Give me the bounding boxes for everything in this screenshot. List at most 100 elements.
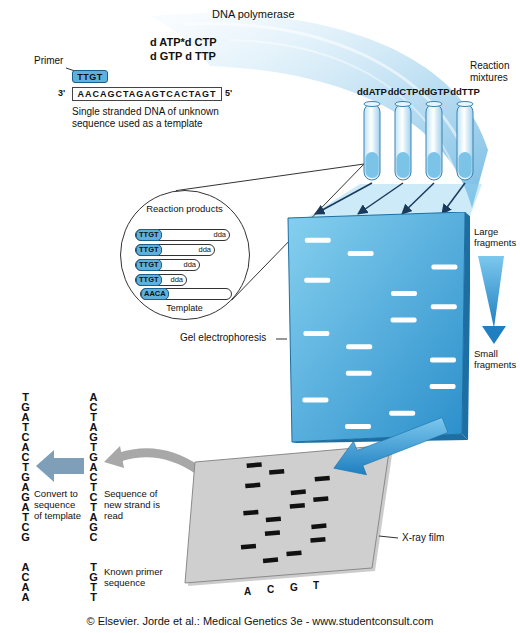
text-holder: 3' bbox=[58, 88, 65, 98]
tube-rim bbox=[457, 102, 473, 107]
step-note: Sequence of new strand is read bbox=[104, 488, 168, 521]
primer-sequence: TTGT bbox=[136, 274, 162, 286]
film-band bbox=[245, 483, 260, 489]
text-holder: 5' bbox=[225, 88, 232, 98]
gel-band bbox=[346, 371, 372, 376]
lane-letter: A bbox=[244, 586, 251, 598]
film-band bbox=[315, 476, 330, 482]
film-drawing bbox=[180, 440, 470, 590]
sequence-column: TGTT bbox=[88, 562, 99, 602]
gel-band bbox=[391, 291, 417, 296]
film-label: X-ray film bbox=[402, 532, 444, 544]
tube-body bbox=[364, 104, 380, 180]
sequence-text: AACAGCTAGAGTCACTAGT bbox=[77, 89, 216, 99]
text-holder: Small fragments bbox=[474, 348, 518, 370]
size-label: Small fragments bbox=[474, 348, 518, 370]
text-holder: Sequence of new strand is read bbox=[104, 488, 168, 521]
film-band bbox=[243, 510, 258, 516]
arrow-connector bbox=[402, 183, 434, 214]
caption: © Elsevier. Jorde et al.: Medical Geneti… bbox=[0, 615, 520, 628]
gel-band bbox=[345, 424, 371, 429]
tube-drawing bbox=[355, 100, 389, 182]
reaction-tube: ddATP bbox=[355, 86, 389, 182]
strand-end-label: 5' bbox=[225, 88, 232, 98]
film-band bbox=[266, 517, 281, 523]
text-holder: DNA polymerase bbox=[212, 8, 295, 21]
text-holder: Primer bbox=[34, 55, 63, 67]
gel-band bbox=[430, 358, 456, 363]
gel-slab: Gel electrophoresis bbox=[180, 212, 470, 444]
text-holder: Large fragments bbox=[474, 226, 518, 248]
film-band bbox=[263, 557, 278, 563]
tube-drawing bbox=[417, 100, 451, 182]
text-holder: Reaction mixtures bbox=[470, 60, 518, 84]
fragment-size-arrow bbox=[478, 256, 504, 328]
gel-surface bbox=[288, 212, 465, 442]
template-strand: AACA bbox=[140, 288, 232, 300]
primer-sequence: TTGT bbox=[136, 229, 162, 241]
text-holder: TGATCACTGAGATCG bbox=[20, 392, 31, 542]
gel-band bbox=[348, 251, 374, 256]
product-strand: TTGT dda bbox=[135, 259, 200, 271]
template-label: Template bbox=[121, 303, 248, 313]
gel-band bbox=[431, 264, 457, 269]
reaction-tube: ddGTP bbox=[417, 86, 451, 182]
reaction-tube: ddTTP bbox=[448, 86, 482, 182]
text-holder: ACTAGTGACTCTAGC bbox=[88, 392, 99, 542]
film-band bbox=[269, 469, 284, 475]
enzyme-label: DNA polymerase bbox=[212, 8, 295, 21]
product-strand: TTGTdda bbox=[135, 229, 230, 241]
lane-letter: T bbox=[313, 580, 319, 592]
mixtures-label: Reaction mixtures bbox=[470, 60, 518, 84]
read-arrowhead bbox=[104, 446, 124, 468]
gel-band bbox=[305, 238, 331, 243]
reaction-products-circle: Reaction productsTemplateTTGTddaTTGTddaT… bbox=[120, 190, 250, 320]
arrow-connector bbox=[358, 183, 403, 214]
template-sequence: AACA bbox=[141, 288, 169, 300]
film-leader bbox=[379, 536, 398, 538]
text-holder: d GTP d TTP bbox=[150, 50, 216, 63]
dideoxy-end: dda bbox=[198, 245, 214, 255]
tube-liquid bbox=[397, 152, 410, 178]
sequence-column: ACAA bbox=[20, 562, 31, 602]
gel-to-film-arrow bbox=[334, 418, 448, 475]
text-holder: Template bbox=[121, 303, 248, 313]
product-strand: TTGT dda bbox=[135, 244, 215, 256]
sequence-column: TGATCACTGAGATCG bbox=[20, 392, 31, 542]
gel-label: Gel electrophoresis bbox=[180, 332, 266, 344]
gel-band bbox=[389, 411, 415, 416]
tube-body bbox=[426, 104, 442, 180]
dideoxy-end: dda bbox=[183, 260, 199, 270]
text-holder: TGTT bbox=[88, 562, 99, 602]
text-holder: ACAA bbox=[20, 562, 31, 602]
tube-rim bbox=[426, 102, 442, 107]
text-holder: Gel electrophoresis bbox=[180, 332, 266, 344]
gel-drawing bbox=[180, 212, 470, 444]
primer-sequence: TTGT bbox=[136, 244, 162, 256]
convert-arrow bbox=[36, 450, 84, 482]
step-note: Convert to sequence of template bbox=[34, 488, 84, 521]
primer-sequence: TTGT bbox=[136, 259, 162, 271]
nucleotide-label: d GTP d TTP bbox=[150, 50, 216, 63]
fragment-size-arrowhead bbox=[482, 326, 506, 344]
tube-liquid bbox=[459, 152, 472, 178]
tube-rim bbox=[395, 102, 411, 107]
text-holder: Reaction products bbox=[121, 203, 248, 214]
film-band bbox=[241, 544, 256, 550]
text-holder: C bbox=[267, 584, 274, 596]
dideoxy-end: dda bbox=[170, 275, 186, 285]
gel-band bbox=[302, 397, 328, 402]
text-holder: X-ray film bbox=[402, 532, 444, 544]
film-sheet bbox=[185, 445, 390, 583]
film-band bbox=[265, 530, 280, 536]
primer-label: Primer bbox=[34, 55, 63, 67]
film-band bbox=[310, 537, 325, 543]
text-holder: Single stranded DNA of unknown sequence … bbox=[72, 106, 247, 130]
x-ray-film: X-ray film bbox=[180, 440, 470, 590]
tube-liquid bbox=[366, 152, 379, 178]
gel-band bbox=[430, 384, 456, 389]
size-label: Large fragments bbox=[474, 226, 518, 248]
step-note: Known primer sequence bbox=[104, 566, 166, 588]
tube-body bbox=[457, 104, 473, 180]
gel-band bbox=[346, 344, 372, 349]
